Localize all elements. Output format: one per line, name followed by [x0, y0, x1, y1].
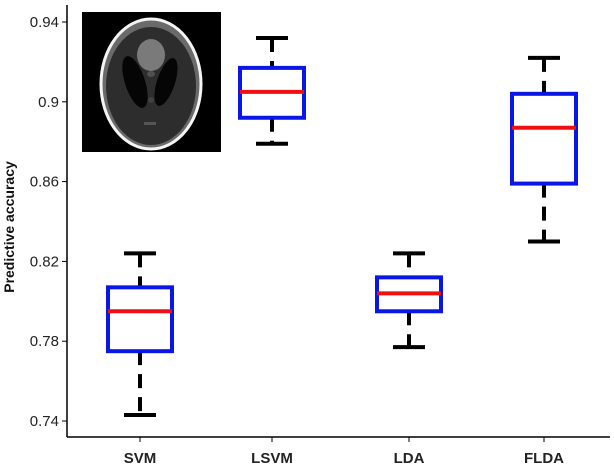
y-tick-label: 0.74 [30, 413, 59, 430]
shepp-logan-phantom-icon [82, 12, 221, 152]
y-tick-label: 0.94 [30, 14, 59, 31]
box-svm [106, 285, 174, 354]
box-series [106, 35, 578, 418]
x-axis-ticks: SVM LSVM LDA FLDA [124, 437, 564, 464]
y-axis-label: Predictive accuracy [1, 161, 17, 293]
plot-axes [66, 5, 610, 438]
box-flda [510, 91, 578, 186]
y-tick-label: 0.86 [30, 174, 59, 191]
y-axis-ticks: 0.74 0.78 0.82 0.86 0.9 0.94 [30, 14, 67, 430]
x-tick-label: SVM [124, 450, 157, 464]
x-tick-label: FLDA [524, 450, 564, 464]
y-tick-label: 0.82 [30, 253, 59, 270]
y-tick-label: 0.9 [38, 94, 59, 111]
x-tick-label: LDA [394, 450, 425, 464]
y-tick-label: 0.78 [30, 333, 59, 350]
x-tick-label: LSVM [251, 450, 293, 464]
